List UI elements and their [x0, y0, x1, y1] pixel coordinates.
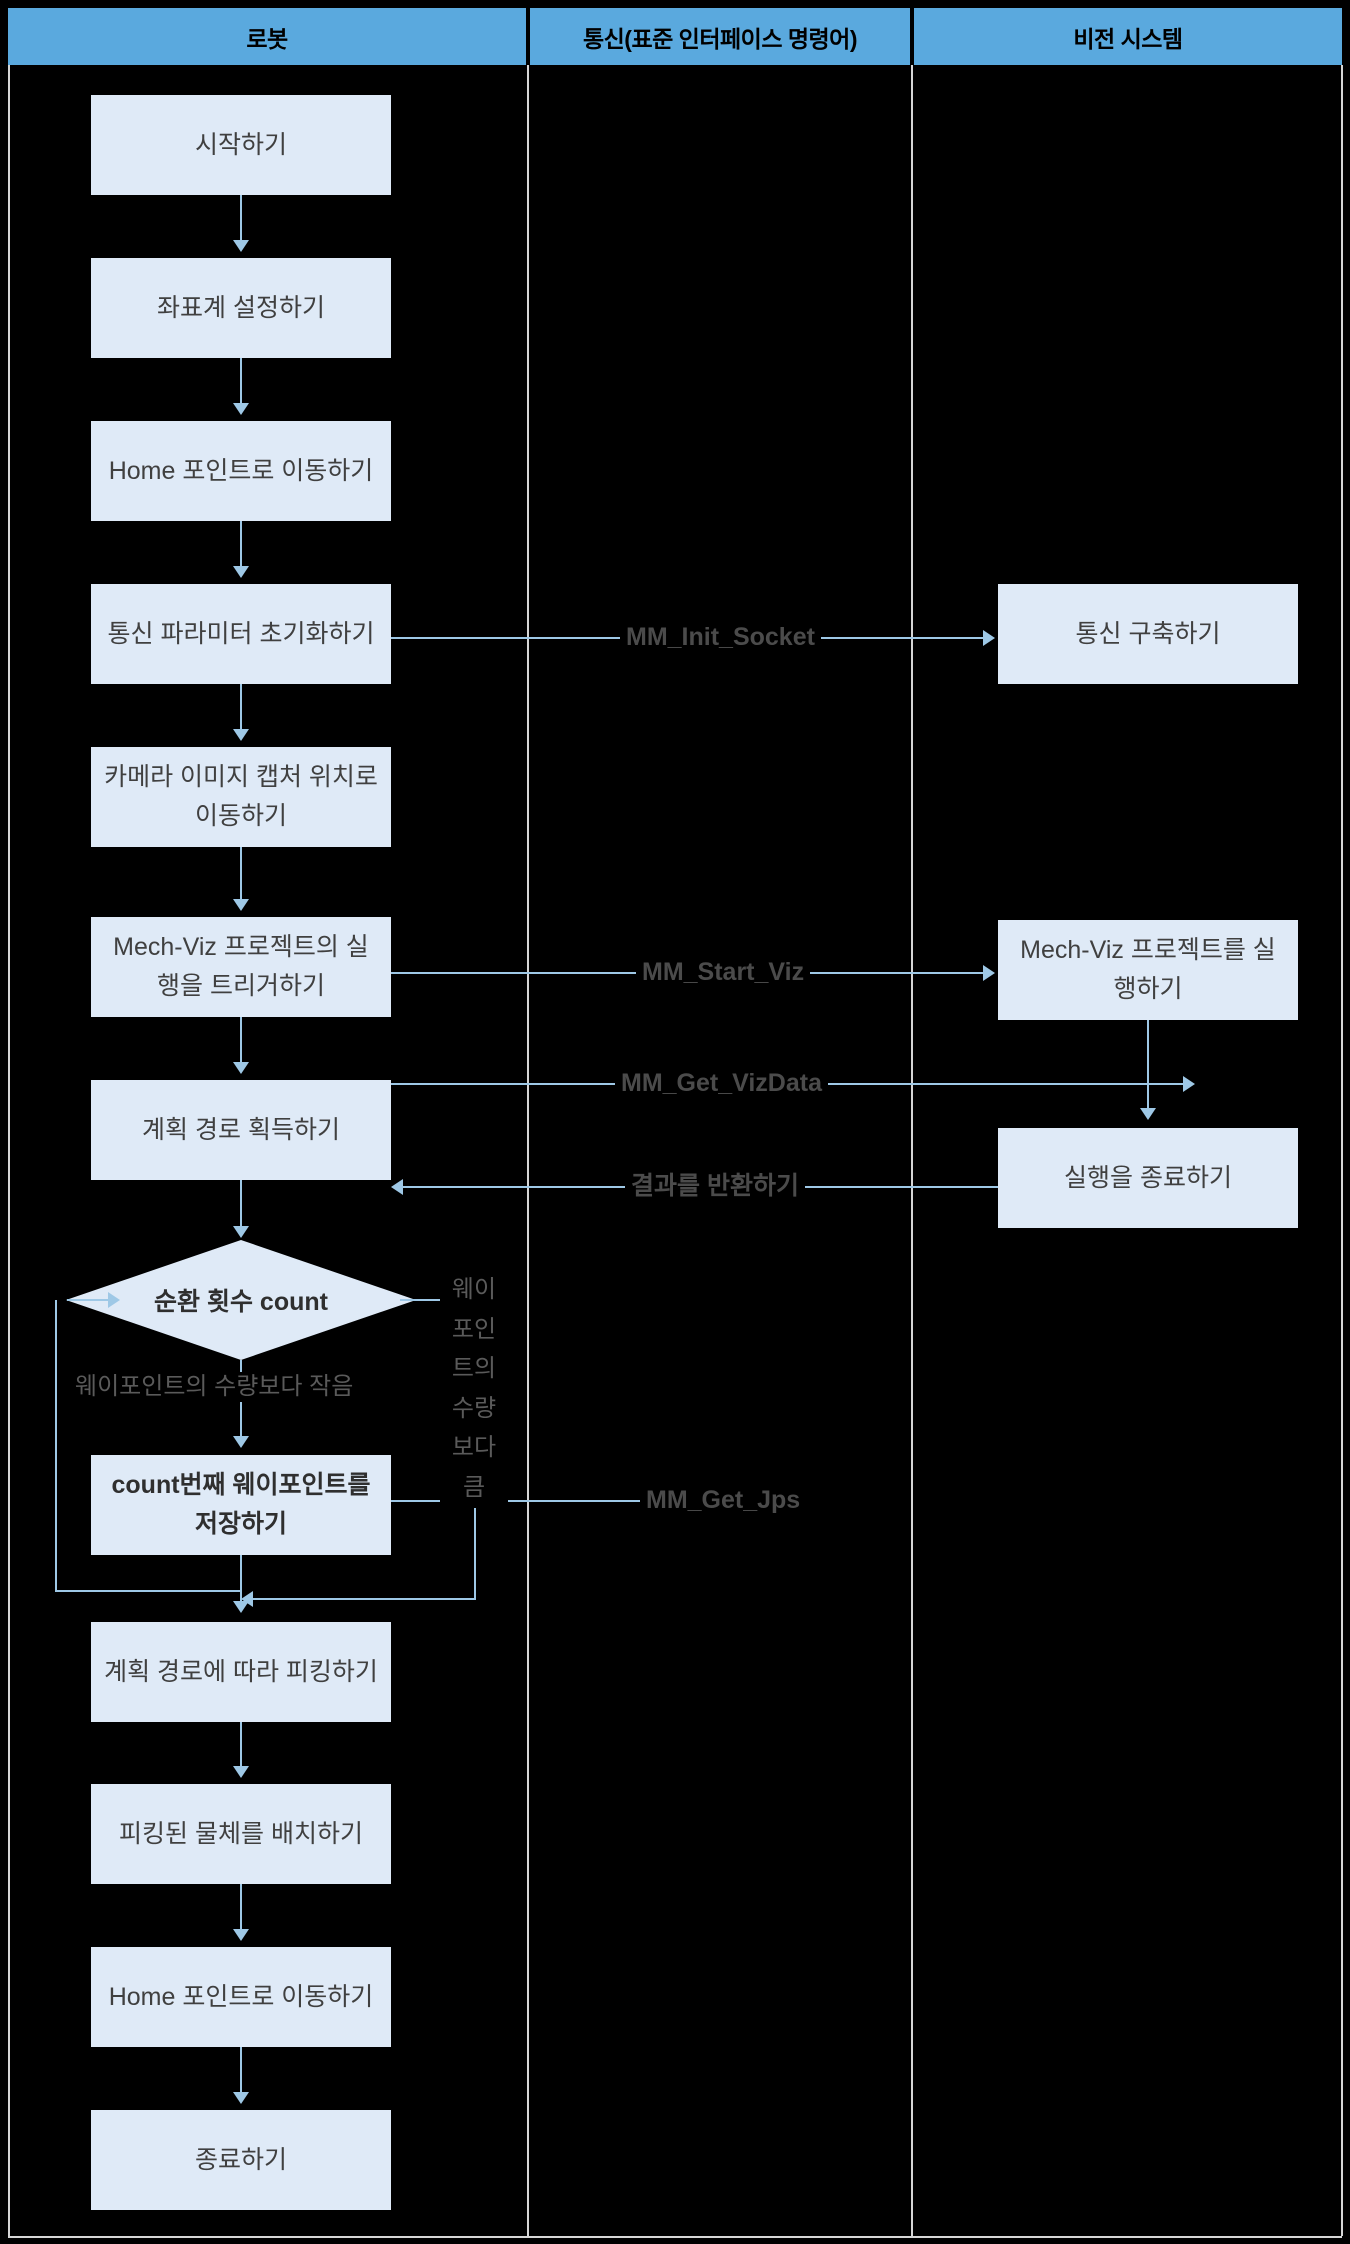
- lane-header-robot: 로봇: [8, 8, 526, 65]
- arrowhead-down-initcomm: [233, 566, 249, 578]
- node-home-2[interactable]: Home 포인트로 이동하기: [91, 1947, 391, 2047]
- arrowhead-left-join-pick: [241, 1591, 253, 1607]
- connector-setframe-to-home1: [240, 358, 242, 406]
- node-home-1-label: Home 포인트로 이동하기: [108, 456, 374, 485]
- node-end[interactable]: 종료하기: [91, 2110, 391, 2210]
- connector-getpath-to-loopcount: [240, 1180, 242, 1228]
- node-move-capture-label: 카메라 이미지 캡처 위치로 이동하기: [104, 763, 378, 830]
- connector-savewaypoint-down: [240, 1555, 242, 1605]
- connector-pick-to-place: [240, 1722, 242, 1770]
- lane-header-vision-label: 비전 시스템: [1073, 25, 1183, 52]
- lane-header-communication-label: 통신(표준 인터페이스 명령어): [582, 25, 858, 52]
- node-stop-run[interactable]: 실행을 종료하기: [998, 1128, 1298, 1228]
- arrowhead-right-run-viz: [983, 965, 995, 981]
- arrowhead-down-place: [233, 1766, 249, 1778]
- loopback-horizontal-top: [67, 1299, 112, 1301]
- message-label-get-jps: MM_Get_Jps: [640, 1488, 807, 1513]
- node-end-label: 종료하기: [194, 2145, 287, 2174]
- lane-divider-right: [1341, 65, 1343, 2236]
- connector-home1-to-initcomm: [240, 521, 242, 569]
- node-pick[interactable]: 계획 경로에 따라 피킹하기: [91, 1622, 391, 1722]
- node-run-viz-label: Mech-Viz 프로젝트를 실행하기: [1020, 936, 1276, 1003]
- message-label-get-vizdata: MM_Get_VizData: [615, 1071, 828, 1096]
- node-loop-count[interactable]: 순환 횟수 count: [66, 1240, 416, 1360]
- connector-home2-to-end: [240, 2047, 242, 2095]
- node-save-waypoint[interactable]: count번째 웨이포인트를 저장하기: [91, 1455, 391, 1555]
- connector-initcomm-to-movecapture: [240, 684, 242, 732]
- node-trigger-viz[interactable]: Mech-Viz 프로젝트의 실행을 트리거하기: [91, 917, 391, 1017]
- node-home-1[interactable]: Home 포인트로 이동하기: [91, 421, 391, 521]
- node-start-label: 시작하기: [194, 130, 287, 159]
- lane-divider-robot-comm: [527, 65, 529, 2236]
- arrowhead-down-stoprun: [1140, 1108, 1156, 1120]
- arrowhead-down-loopcount: [233, 1226, 249, 1238]
- node-loop-count-label: 순환 횟수 count: [154, 1288, 328, 1316]
- node-place[interactable]: 피킹된 물체를 배치하기: [91, 1784, 391, 1884]
- node-set-frame[interactable]: 좌표계 설정하기: [91, 258, 391, 358]
- node-stop-run-label: 실행을 종료하기: [1064, 1163, 1232, 1192]
- connector-runviz-to-stoprun: [1147, 1020, 1149, 1110]
- connector-place-to-home2: [240, 1884, 242, 1932]
- connector-triggerviz-to-getpath: [240, 1017, 242, 1065]
- lane-divider-comm-vision: [911, 65, 913, 2236]
- lane-header-robot-label: 로봇: [246, 25, 288, 52]
- branch-label-less-than: 웨이포인트의 수량보다 작음: [70, 1372, 359, 1402]
- arrowhead-down-triggerviz: [233, 899, 249, 911]
- message-line-get-jps: [391, 1500, 751, 1502]
- node-trigger-viz-label: Mech-Viz 프로젝트의 실행을 트리거하기: [113, 933, 369, 1000]
- arrowhead-down-getpath: [233, 1062, 249, 1074]
- node-save-waypoint-label: count번째 웨이포인트를 저장하기: [111, 1471, 371, 1538]
- node-build-comm[interactable]: 통신 구축하기: [998, 584, 1298, 684]
- lane-header-communication: 통신(표준 인터페이스 명령어): [530, 8, 910, 65]
- loopback-vertical-left: [55, 1300, 57, 1592]
- node-home-2-label: Home 포인트로 이동하기: [108, 1982, 374, 2011]
- arrowhead-right-loopcount: [108, 1292, 120, 1308]
- connector-start-to-setframe: [240, 195, 242, 243]
- branch-label-greater-than: 웨이포인트의 수량보다 큼: [440, 1270, 508, 1508]
- lane-bottom-border: [8, 2236, 1342, 2238]
- arrowhead-down-movecapture: [233, 729, 249, 741]
- node-init-comm[interactable]: 통신 파라미터 초기화하기: [91, 584, 391, 684]
- node-start[interactable]: 시작하기: [91, 95, 391, 195]
- connector-movecapture-to-triggerviz: [240, 847, 242, 902]
- arrowhead-down-setframe: [233, 240, 249, 252]
- arrowhead-down-home1: [233, 403, 249, 415]
- message-label-init-socket: MM_Init_Socket: [620, 625, 821, 650]
- arrowhead-left-get-path: [391, 1179, 403, 1195]
- lane-divider-left: [8, 65, 10, 2236]
- node-build-comm-label: 통신 구축하기: [1075, 619, 1221, 648]
- node-move-capture[interactable]: 카메라 이미지 캡처 위치로 이동하기: [91, 747, 391, 847]
- arrowhead-down-savewaypoint: [233, 1436, 249, 1448]
- node-init-comm-label: 통신 파라미터 초기화하기: [107, 619, 375, 648]
- node-place-label: 피킹된 물체를 배치하기: [119, 1819, 363, 1848]
- message-label-start-viz: MM_Start_Viz: [636, 960, 811, 985]
- arrowhead-down-home2: [233, 1929, 249, 1941]
- node-get-path-label: 계획 경로 획득하기: [142, 1115, 340, 1144]
- node-pick-label: 계획 경로에 따라 피킹하기: [104, 1657, 378, 1686]
- arrowhead-right-get-vizdata: [1183, 1076, 1195, 1092]
- lane-header-vision: 비전 시스템: [914, 8, 1342, 65]
- arrowhead-down-end: [233, 2092, 249, 2104]
- message-label-return-result: 결과를 반환하기: [625, 1174, 805, 1199]
- branch-greater-join-horizontal: [252, 1598, 476, 1600]
- arrowhead-right-build-comm: [983, 630, 995, 646]
- branch-greater-horizontal: [400, 1299, 475, 1301]
- node-get-path[interactable]: 계획 경로 획득하기: [91, 1080, 391, 1180]
- loopback-horizontal-bottom: [55, 1590, 241, 1592]
- node-run-viz[interactable]: Mech-Viz 프로젝트를 실행하기: [998, 920, 1298, 1020]
- node-set-frame-label: 좌표계 설정하기: [157, 293, 325, 322]
